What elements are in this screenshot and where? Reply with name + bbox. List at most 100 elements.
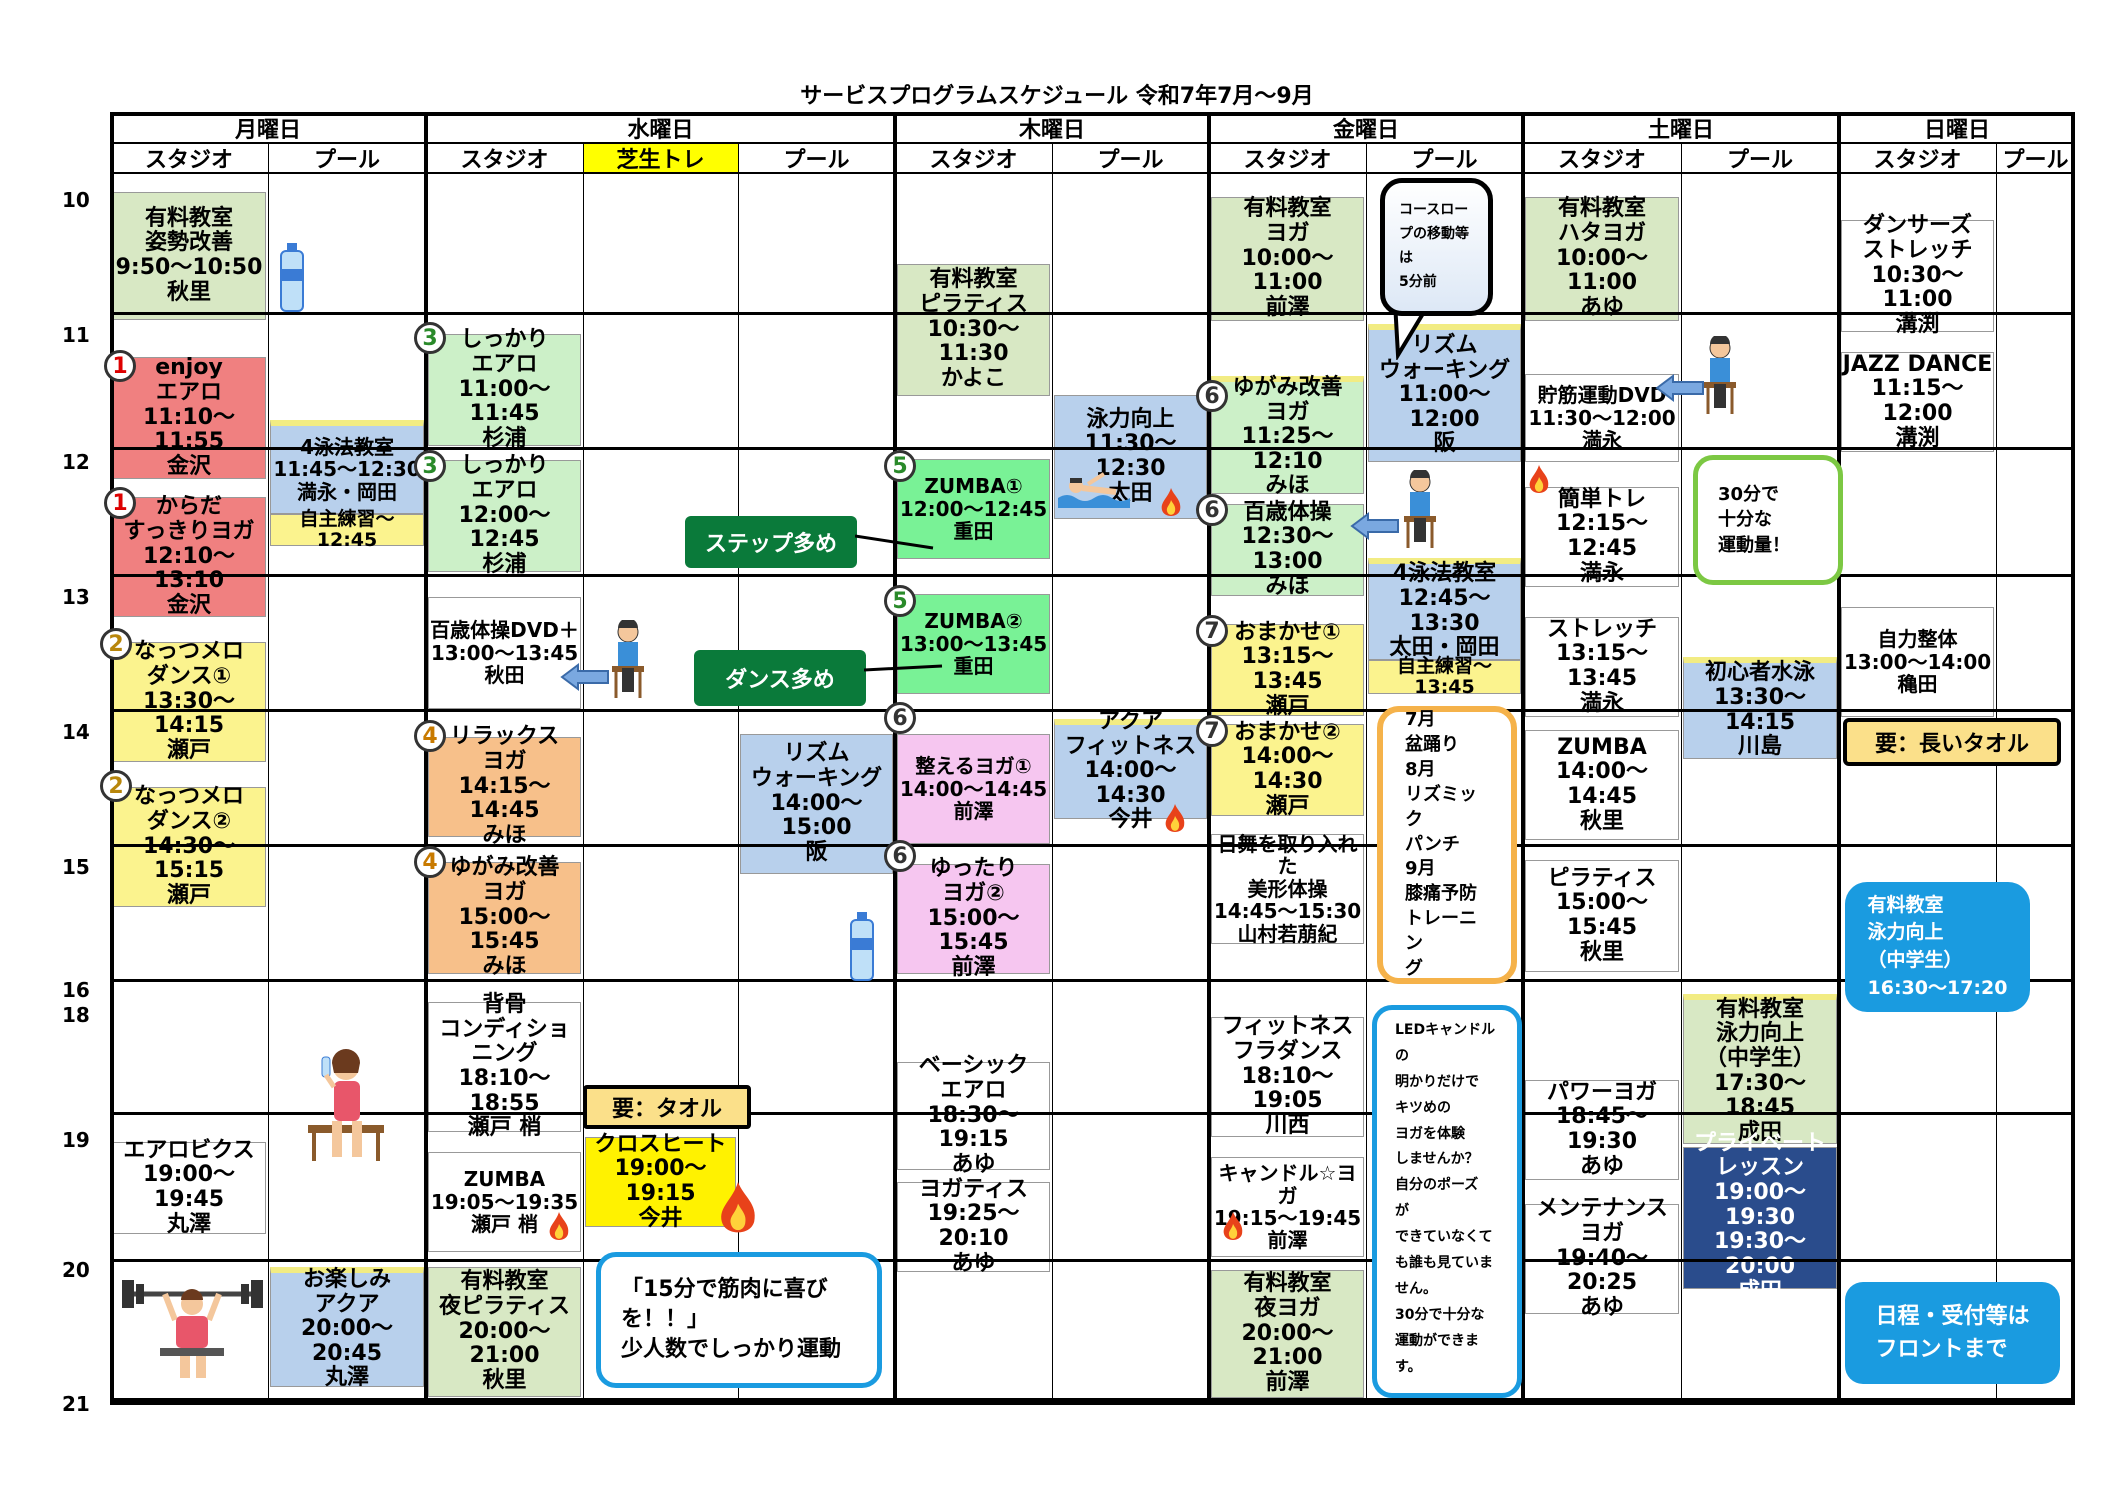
event-wed-studio-1[interactable]: しっかり エアロ 11:00～11:45 杉浦 (428, 328, 581, 451)
event-fri-studio-5[interactable]: おまかせ② 14:00～14:30 瀬戸 (1211, 720, 1364, 818)
flame-icon (1161, 488, 1181, 516)
event-sun-studio-3[interactable]: 自力整体 13:00～14:00 穐田 (1841, 607, 1994, 717)
arrow-left-icon (1350, 512, 1399, 540)
grid-frame (110, 112, 2075, 1402)
number-badge: 6 (884, 702, 916, 734)
event-wed-studio-4[interactable]: リラックス ヨガ 14:15～14:45 みほ (428, 725, 581, 848)
sitting-person-icon (1404, 470, 1436, 548)
event-sat-pool-1[interactable]: 初心者水泳 13:30～14:15 川島 (1683, 657, 1837, 759)
event-sat-studio-3[interactable]: 簡単トレ 12:15～12:45 満永 (1525, 487, 1679, 587)
time-label-13: 13 (62, 585, 90, 609)
pointer-line-step (855, 534, 934, 550)
col-mon-pool: プール (313, 148, 380, 173)
grid-col-line (1681, 142, 1682, 1402)
event-thu-pool-1[interactable]: 泳力向上 11:30～12:30 太田 (1054, 395, 1207, 519)
event-fri-studio-1[interactable]: 有料教室 ヨガ 10:00～11:00 前澤 (1211, 197, 1364, 321)
grid-col-line (738, 142, 739, 1402)
flame-icon (1529, 465, 1549, 493)
note-candle-yoga: LEDキャンドル の 明かりだけで キツめの ヨガを体験 しませんか？ 自分のポ… (1372, 1005, 1522, 1398)
event-fri-studio-9[interactable]: 有料教室 夜ヨガ 20:00～21:00 前澤 (1211, 1270, 1364, 1398)
grid-row-line (110, 172, 2075, 174)
event-fri-studio-8[interactable]: キャンドル☆ヨガ 19:15～19:45 前澤 (1211, 1157, 1364, 1257)
event-sat-studio-4[interactable]: ストレッチ 13:15～13:45 満永 (1525, 617, 1679, 717)
grid-day-line (424, 112, 428, 1402)
event-sun-studio-2[interactable]: JAZZ DANCE 11:15～12:00 溝渕 (1841, 351, 1994, 452)
number-badge: 5 (884, 585, 916, 617)
grid-col-line (268, 142, 269, 1402)
grid-row-line (110, 1112, 2075, 1115)
event-thu-studio-6[interactable]: ベーシック エアロ 18:30～19:15 あゆ (897, 1054, 1050, 1177)
number-badge: 7 (1196, 715, 1228, 747)
event-wed-lawn-1[interactable]: クロスヒート 19:00～19:15 今井 (585, 1132, 736, 1230)
number-badge: 5 (884, 450, 916, 482)
event-sat-studio-7[interactable]: パワーヨガ 18:45～19:30 あゆ (1525, 1080, 1679, 1180)
col-fri-pool: プール (1411, 148, 1478, 173)
number-badge: 4 (414, 720, 446, 752)
note-dance-heavy: ダンス多め (694, 650, 866, 706)
event-fri-studio-3[interactable]: 百歳体操 12:30～13:00 みほ (1211, 500, 1364, 598)
weightlifter-icon (122, 1280, 263, 1378)
grid-col-line (1366, 142, 1367, 1402)
number-badge: 6 (884, 840, 916, 872)
schedule-grid: 月曜日 水曜日 木曜日 金曜日 土曜日 日曜日 スタジオ プール スタジオ 芝生… (110, 112, 2075, 1405)
col-sat-studio: スタジオ (1557, 148, 1646, 173)
event-mon-studio-1[interactable]: 有料教室 姿勢改善 9:50～10:50 秋里 (112, 192, 266, 320)
day-header-thu: 木曜日 (1018, 118, 1085, 143)
flame-icon (1223, 1212, 1243, 1240)
day-header-wed: 水曜日 (627, 118, 694, 143)
event-sat-studio-6[interactable]: ピラティス 15:00～15:45 秋里 (1525, 860, 1679, 972)
day-header-mon: 月曜日 (234, 118, 301, 143)
event-fri-pool-2b: 自主練習～13:45 (1368, 655, 1521, 698)
note-towel: 要：タオル (583, 1085, 751, 1129)
number-badge: 6 (1196, 494, 1228, 526)
event-mon-studio-2[interactable]: enjoy エアロ 11:10～11:55 金沢 (112, 356, 266, 479)
grid-row-line (110, 979, 2075, 982)
event-sat-pool-3[interactable]: プライベート レッスン 19:00～19:30 19:30～20:00 成田 (1683, 1131, 1837, 1303)
grid-col-line (1996, 142, 1997, 1402)
event-fri-studio-2[interactable]: ゆがみ改善 ヨガ 11:25～12:10 みほ (1211, 375, 1364, 498)
col-sat-pool: プール (1726, 148, 1793, 173)
day-header-fri: 金曜日 (1332, 118, 1399, 143)
event-thu-studio-7[interactable]: ヨガティス 19:25～20:10 あゆ (897, 1177, 1050, 1275)
event-mon-pool-2[interactable]: お楽しみ アクア 20:00～20:45 丸澤 (270, 1267, 424, 1390)
event-mon-pool-1[interactable]: 4泳法教室 11:45～12:30 満永・岡田 (270, 420, 424, 514)
time-label-21: 21 (62, 1392, 90, 1416)
arrow-left-icon (560, 663, 609, 691)
event-mon-studio-6[interactable]: エアロビクス 19:00～19:45 丸澤 (112, 1138, 266, 1236)
event-thu-studio-4[interactable]: 整えるヨガ① 14:00～14:45 前澤 (897, 734, 1050, 844)
event-wed-studio-5[interactable]: ゆがみ改善 ヨガ 15:00～15:45 みほ (428, 856, 581, 979)
event-wed-studio-3[interactable]: 百歳体操DVD＋ 13:00～13:45 秋田 (428, 597, 581, 709)
day-header-sat: 土曜日 (1647, 118, 1714, 143)
note-front-desk: 日程・受付等は フロントまで (1845, 1282, 2060, 1384)
event-thu-pool-2[interactable]: アクア フィットネス 14:00～14:30 今井 (1054, 709, 1207, 832)
sitting-person-icon (612, 620, 644, 698)
event-fri-studio-4[interactable]: おまかせ① 13:15～13:45 瀬戸 (1211, 620, 1364, 718)
event-sat-studio-1[interactable]: 有料教室 ハタヨガ 10:00～11:00 あゆ (1525, 197, 1679, 321)
event-wed-pool-1[interactable]: リズム ウォーキング 14:00～15:00 阪 (740, 734, 893, 874)
event-sat-pool-2[interactable]: 有料教室 泳力向上 （中学生） 17:30～18:45 成田 (1683, 994, 1837, 1145)
event-fri-studio-7[interactable]: フィットネス フラダンス 18:10～19:05 川西 (1211, 1015, 1364, 1138)
event-thu-studio-2[interactable]: ZUMBA① 12:00～12:45 重田 (897, 459, 1050, 559)
flame-icon (721, 1182, 755, 1233)
number-badge: 4 (414, 846, 446, 878)
grid-row-line (110, 1259, 2075, 1262)
col-mon-studio: スタジオ (144, 148, 233, 173)
event-mon-studio-3[interactable]: からだ すっきりヨガ 12:10～13:10 金沢 (112, 495, 266, 618)
grid-day-line (1207, 112, 1211, 1402)
event-sat-studio-5[interactable]: ZUMBA 14:00～14:45 秋里 (1525, 730, 1679, 840)
event-wed-studio-6[interactable]: 背骨 コンディショ ニング 18:10～18:55 瀬戸 梢 (428, 992, 581, 1140)
event-thu-studio-5[interactable]: ゆったり ヨガ② 15:00～15:45 前澤 (897, 857, 1050, 980)
note-step-heavy: ステップ多め (685, 516, 857, 568)
event-wed-studio-7[interactable]: ZUMBA 19:05～19:35 瀬戸 梢 (428, 1152, 581, 1252)
time-label-15: 15 (62, 855, 90, 879)
flame-icon (549, 1212, 569, 1240)
col-thu-studio: スタジオ (929, 148, 1018, 173)
number-badge: 6 (1196, 380, 1228, 412)
time-label-16: 16 (62, 978, 90, 1002)
event-wed-studio-2[interactable]: しっかり エアロ 12:00～12:45 杉浦 (428, 454, 581, 577)
col-wed-studio: スタジオ (460, 148, 549, 173)
grid-day-line (893, 112, 897, 1402)
event-thu-studio-3[interactable]: ZUMBA② 13:00～13:45 重田 (897, 594, 1050, 694)
event-fri-pool-1[interactable]: リズム ウォーキング 11:00～12:00 阪 (1368, 324, 1521, 462)
event-wed-studio-8[interactable]: 有料教室 夜ピラティス 20:00～21:00 秋里 (428, 1267, 581, 1397)
